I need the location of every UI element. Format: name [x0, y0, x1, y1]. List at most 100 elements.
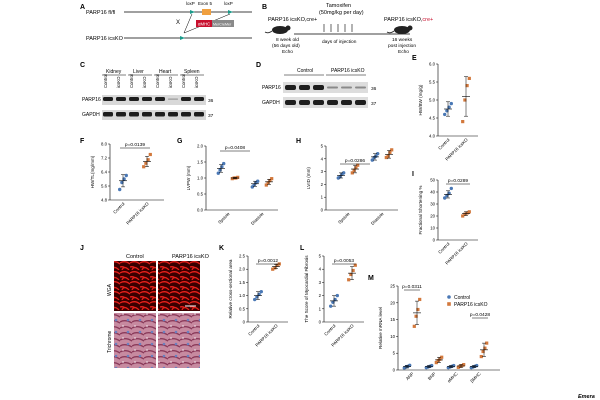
- blot-row-label-parp16: PARP16: [82, 97, 101, 103]
- panel-k-ko-point: [275, 263, 279, 267]
- panel-m-y-tick-label: 10: [390, 334, 395, 339]
- blot-row-label-gapdh-d: GAPDH: [262, 100, 280, 106]
- panel-m-x-tick-label: ANP: [405, 371, 415, 381]
- lane-label-1: Control: [103, 74, 108, 88]
- panel-m-ko-point: [485, 341, 489, 345]
- panel-i-control-point: [449, 186, 453, 191]
- panel-i-ko-point: [463, 212, 467, 216]
- panel-l-x-tick-label: Control: [323, 323, 337, 337]
- panel-k-ko-point: [271, 267, 275, 271]
- panel-b-timeline: Tamoxifen (50mg/kg per day) PARP16 icsKO…: [264, 3, 433, 55]
- panel-m-pvalue-anp-label: p=0.0311: [402, 284, 422, 290]
- panel-f-y-tick-label: 7.2: [101, 156, 108, 161]
- marker-d-37: 37: [371, 101, 377, 107]
- panel-e-y-axis-label: HW/BW (mg/g): [418, 84, 423, 115]
- panel-letters: A B C D E F G H I J K L M: [80, 4, 417, 282]
- panel-e-control-point: [445, 109, 449, 113]
- lane-label-2: icsKO: [116, 76, 121, 88]
- panel-h-ko-point: [354, 166, 358, 170]
- panel-h-y-axis-label: LVID (mm): [306, 167, 311, 189]
- panel-e-control-point: [449, 101, 453, 106]
- panel-g-y-tick-label: 0.0: [197, 208, 204, 213]
- panel-h-control-point: [342, 171, 346, 175]
- panel-i-y-tick-label: 40: [430, 190, 435, 195]
- panel-letter-m: M: [368, 275, 374, 282]
- legend-control-label: Control: [454, 295, 470, 301]
- panel-l-control-point: [331, 300, 335, 304]
- panel-m-ko-point: [436, 358, 440, 363]
- panel-m-legend: Control PARP16 icsKO: [447, 295, 488, 308]
- panel-l-control-point: [335, 293, 339, 298]
- group-label-ko: PARP16 icsKO: [331, 68, 365, 74]
- panel-h-ko-point: [388, 150, 392, 154]
- panel-l-ko-point: [347, 278, 351, 282]
- histology-col-label-control: Control: [126, 254, 144, 260]
- blot-c-gapdh-strip: [102, 110, 206, 120]
- panel-k-x-tick-label: Control: [247, 323, 261, 337]
- trichrome-ko-image: [158, 313, 200, 368]
- panel-letter-h: H: [296, 138, 301, 145]
- panel-m-y-axis-label: Relative mRNA level: [378, 307, 383, 349]
- panel-i-y-tick-label: 50: [430, 178, 435, 183]
- panel-m-pvalue-bmhc: p=0.0428: [470, 312, 490, 319]
- panel-k-y-tick-label: 2.5: [239, 254, 246, 259]
- end-mouse-label: PARP16 icsKO,cre+: [384, 17, 433, 23]
- panel-g-ko-point: [230, 177, 234, 181]
- panel-letter-k: K: [219, 245, 224, 252]
- blot-d-parp16-strip: [283, 82, 368, 93]
- panel-i-x-tick-label: Control: [437, 241, 451, 255]
- lane-label-4: icsKO: [142, 76, 147, 88]
- end-mouse-label-cre: cre+: [422, 17, 433, 23]
- panel-letter-l: L: [300, 245, 305, 252]
- panel-h-y-tick-label: 0: [321, 208, 324, 213]
- panel-m-ko-point: [418, 297, 422, 302]
- panel-f-y-axis-label: HW/TL(mg/mm): [90, 155, 95, 188]
- blot-c-parp16-bands: [103, 97, 204, 101]
- panel-i-y-tick-label: 0: [433, 238, 436, 243]
- panel-e-ko-point: [463, 98, 467, 102]
- blot-c-gapdh-bands: [103, 112, 204, 117]
- panel-k-y-tick-label: 1.5: [239, 280, 246, 285]
- post-injection-label: post injection: [388, 43, 416, 49]
- panel-h-control-point: [376, 151, 380, 156]
- mercremer-label: MerCreMer: [213, 23, 232, 27]
- panel-m-ko-point: [483, 346, 487, 350]
- mouse-icon-end: [386, 25, 413, 34]
- panel-m-ko-point: [416, 307, 420, 312]
- panel-i-y-tick-label: 20: [430, 214, 435, 219]
- panel-letter-g: G: [177, 138, 183, 145]
- panel-i-ko-point: [467, 210, 471, 214]
- panel-m-ko-point: [458, 364, 462, 368]
- panel-i-ko-point: [465, 211, 469, 215]
- marker-c-37: 37: [208, 113, 214, 119]
- tamoxifen-label: Tamoxifen: [326, 3, 351, 9]
- ko-allele-label: PARP16 icsKO: [86, 36, 124, 42]
- start-echo-label: Echo: [282, 49, 293, 55]
- panel-g-ko-point: [266, 181, 270, 185]
- tissue-label-kidney: Kidney: [106, 69, 122, 75]
- panel-i-y-tick-label: 10: [430, 226, 435, 231]
- panel-f-control-point: [124, 173, 128, 178]
- panel-m-ko-point: [412, 324, 416, 328]
- panel-h-pvalue-label: p=0.0286: [345, 158, 365, 164]
- start-age-label: 8 week old: [276, 37, 299, 43]
- panel-m-ko-point: [438, 357, 442, 361]
- panel-letter-c: C: [80, 62, 85, 69]
- blot-c-parp16-strip: [102, 95, 206, 105]
- panel-g-control-point: [256, 179, 260, 183]
- panel-letter-f: F: [80, 138, 85, 145]
- panel-f-ko-point: [142, 165, 146, 169]
- panel-g-y-tick-label: 1.5: [197, 160, 204, 165]
- panel-e-control-point: [443, 112, 447, 117]
- panel-l-y-tick-label: 4: [319, 267, 322, 272]
- panel-e-ko-point: [467, 76, 471, 80]
- lane-label-6: icsKO: [168, 76, 173, 88]
- end-echo-label: Echo: [398, 49, 409, 55]
- panel-m-y-tick-label: 15: [390, 317, 395, 322]
- panel-h-pvalue: p=0.0286: [340, 158, 370, 165]
- panel-f-y-tick-label: 4.8: [101, 198, 108, 203]
- panel-l-ko-point: [351, 268, 355, 273]
- panel-k-pvalue-label: p=0.0012: [258, 258, 278, 264]
- panel-g-pvalue: p=0.0408: [220, 145, 250, 152]
